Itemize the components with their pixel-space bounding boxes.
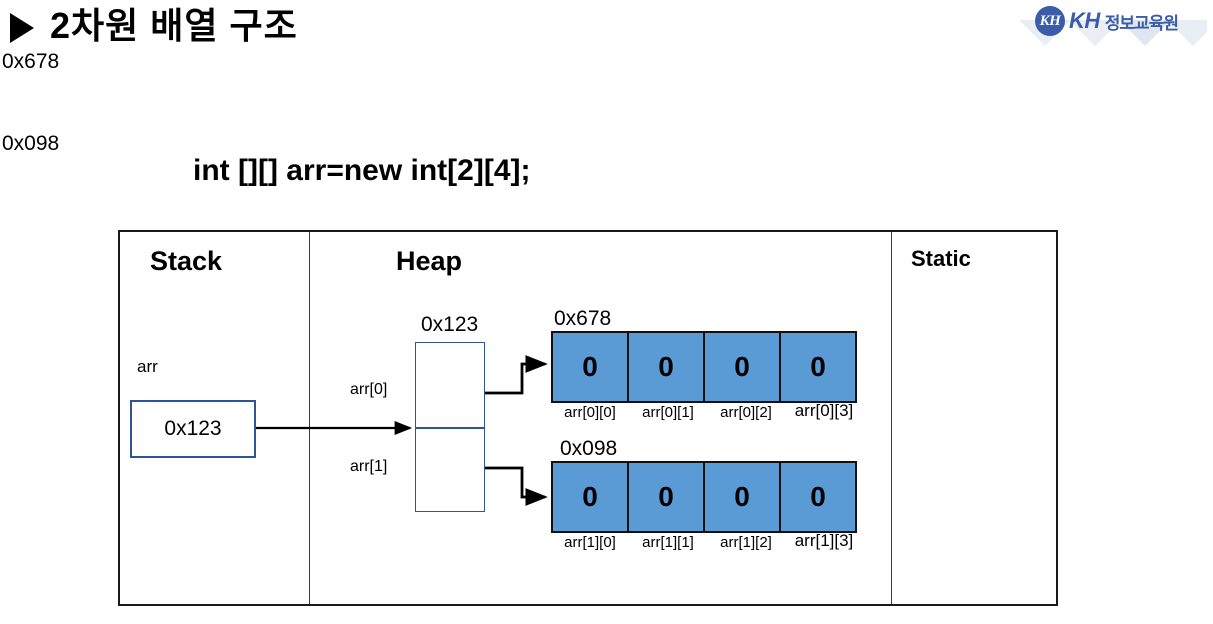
array-cell: 0 [551, 331, 629, 403]
logo-wordmark: KH [1069, 8, 1100, 33]
section-title-stack: Stack [150, 246, 223, 276]
array-cell: 0 [703, 331, 781, 403]
array-cell-label: arr[0][0] [564, 404, 616, 421]
ref-array-index-label-0: arr[0] [350, 381, 388, 398]
column-divider-stack-heap [309, 232, 310, 604]
array-1-labels: arr[1][0] arr[1][1] arr[1][2] arr[1][3] [551, 531, 863, 554]
array-0-cells: 0 0 0 0 [551, 331, 857, 403]
array-cell-label: arr[0][3] [794, 401, 854, 420]
array-0-address-label: 0x678 [554, 307, 612, 330]
array-cell-label: arr[1][0] [564, 534, 616, 551]
ref-array-value-1: 0x098 [2, 132, 60, 155]
array-cell: 0 [779, 331, 857, 403]
array-cell: 0 [551, 461, 629, 533]
array-cell-label: arr[0][1] [642, 404, 694, 421]
kh-badge-icon: KH [1035, 6, 1065, 36]
section-title-heap: Heap [396, 246, 463, 276]
stack-variable-label: arr [137, 357, 158, 376]
ref-array-index-label-1: arr[1] [350, 458, 388, 475]
stack-variable-box: 0x123 [130, 400, 256, 458]
memory-diagram-table: Stack Heap Static [118, 230, 1058, 606]
array-cell-label: arr[1][3] [794, 531, 854, 550]
ref-array-value-0: 0x678 [2, 50, 60, 73]
kh-logo: KH KH 정보교육원 [1007, 2, 1207, 64]
logo-korean-text: 정보교육원 [1104, 13, 1179, 33]
heap-ref-address-label: 0x123 [421, 313, 479, 336]
logo-lockup: KH KH 정보교육원 [1035, 6, 1179, 36]
ref-cell-divider [416, 427, 484, 429]
array-cell: 0 [779, 461, 857, 533]
section-title-static: Static [911, 246, 971, 271]
triangle-right-icon [10, 13, 34, 43]
stack-variable-value: 0x123 [164, 417, 222, 440]
code-declaration: int [][] arr=new int[2][4]; [193, 154, 531, 187]
heap-ref-array-box [415, 342, 485, 512]
array-1-cells: 0 0 0 0 [551, 461, 857, 533]
array-cell: 0 [627, 331, 705, 403]
array-cell-label: arr[0][2] [720, 404, 772, 421]
page-title: 2차원 배열 구조 [50, 5, 298, 46]
array-cell-label: arr[1][1] [642, 534, 694, 551]
array-1-address-label: 0x098 [560, 437, 618, 460]
array-cell: 0 [703, 461, 781, 533]
array-cell-label: arr[1][2] [720, 534, 772, 551]
array-0-labels: arr[0][0] arr[0][1] arr[0][2] arr[0][3] [551, 401, 863, 424]
column-divider-heap-static [891, 232, 892, 604]
slide-title-row: 2차원 배열 구조 [10, 8, 298, 44]
array-cell: 0 [627, 461, 705, 533]
